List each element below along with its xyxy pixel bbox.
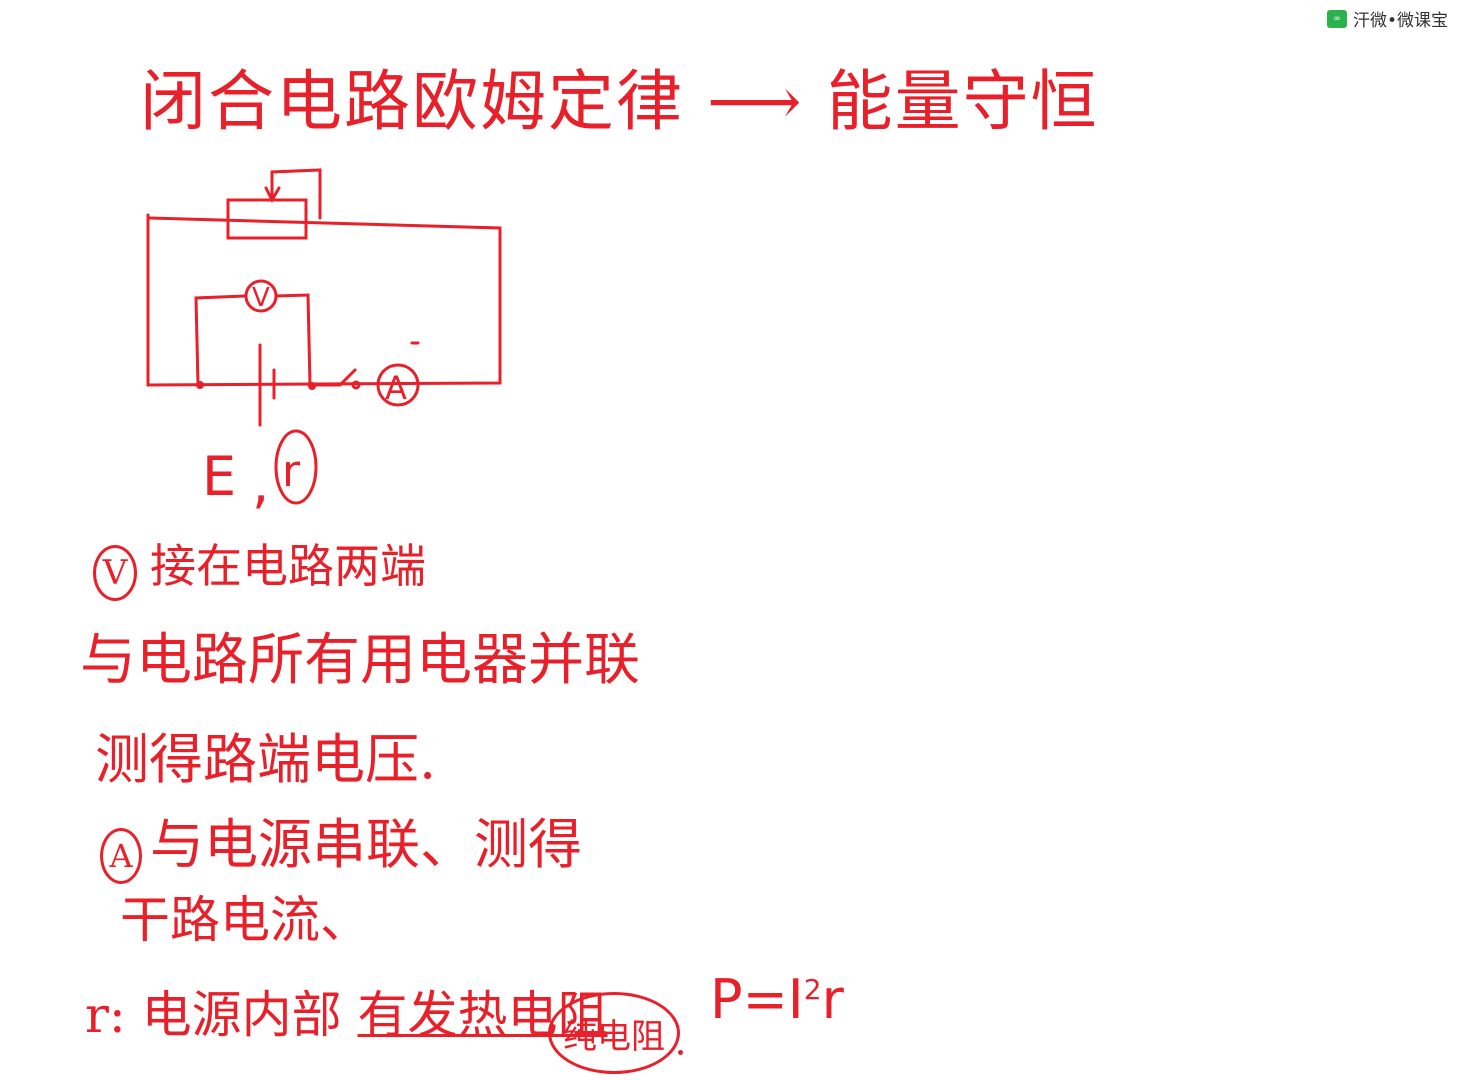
voltmeter-label: V [252,283,270,313]
ink-dot [678,1050,683,1055]
junction-dot-left [196,381,204,389]
rheostat-slider [270,168,322,220]
voltmeter-symbol [244,279,278,313]
switch [310,368,357,387]
note-line-2: 与电路所有用电器并联 [80,628,640,693]
note-line-6: r: 电源内部 有发热电阻 [85,975,608,1047]
switch-contact [351,380,361,390]
voltmeter-wire [194,293,312,387]
watermark-text: 汗微•微课宝 [1352,11,1448,31]
ammeter-label: A [385,369,407,407]
formula-base: P=I [710,968,804,1031]
slider-arrow [264,186,281,204]
formula-tail: r [821,968,844,1031]
junction-dot-right [308,382,316,390]
comma-label: , [252,452,269,515]
voltmeter-badge: V [93,545,137,601]
note-line-3: 测得路端电压. [95,728,437,791]
rheostat [226,198,308,240]
note-line-1: 接在电路两端 [150,539,426,593]
handwritten-title: 闭合电路欧姆定律 ⟶ 能量守恒 [140,63,1099,140]
note-line-4: 与电源串联、测得 [150,813,582,876]
internal-r-label: r [282,446,301,497]
note-line-6-prefix: r: 电源内部 [85,986,358,1044]
power-formula: P=I2r [710,968,844,1031]
internal-resistance-ring [274,429,318,505]
app-watermark: ∞ 汗微•微课宝 [1322,4,1452,33]
app-logo-icon: ∞ [1326,9,1347,28]
ammeter-symbol [376,363,420,407]
pure-resistor-ring: 纯电阻 [548,992,680,1074]
emf-label: E [202,445,236,508]
formula-exponent: 2 [803,973,822,1006]
ammeter-badge: A [100,828,142,884]
note-line-5: 干路电流、 [120,891,370,949]
outer-wire [146,213,502,387]
